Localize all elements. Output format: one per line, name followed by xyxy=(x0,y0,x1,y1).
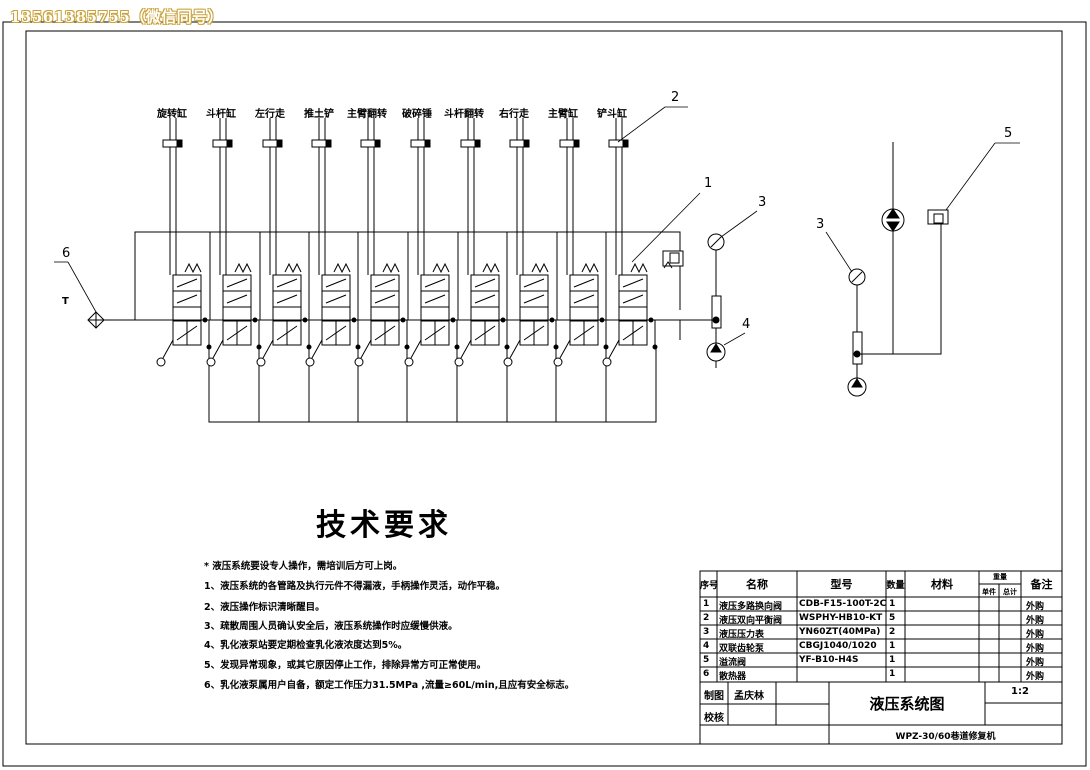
valve-section xyxy=(305,118,361,422)
bom-cell-qty: 5 xyxy=(889,613,896,623)
bom-header-qty: 数量 xyxy=(886,581,905,591)
bom-cell-model: YF-B10-H4S xyxy=(799,655,859,665)
bom-header-name: 名称 xyxy=(746,578,768,591)
drawing-border xyxy=(2,21,1087,767)
pump-circuit-right xyxy=(847,142,949,397)
bom-header-no: 序号 xyxy=(700,581,719,591)
valve-section xyxy=(404,118,460,422)
titleblock-check-label: 校核 xyxy=(704,713,724,724)
bom-cell-model: CDB-F15-100T-2C xyxy=(799,599,887,609)
bom-cell-name: 双联齿轮泵 xyxy=(719,644,765,654)
tank-label: T xyxy=(62,296,69,307)
callout-3a: 3 xyxy=(758,195,767,210)
requirement-6: 6、乳化液泵属用户自备，额定工作压力31.5MPa ,流量≥60L/min,且应… xyxy=(204,680,575,691)
bom-header-total: 总计 xyxy=(1003,588,1017,596)
bom-cell-no: 3 xyxy=(703,627,710,637)
bom-cell-qty: 2 xyxy=(889,627,896,637)
requirement-0: * 液压系统要设专人操作，需培训后方可上岗。 xyxy=(204,561,403,572)
bom-cell-qty: 1 xyxy=(889,641,896,651)
leader-line-6 xyxy=(67,261,97,313)
callout-6: 6 xyxy=(62,246,71,261)
titleblock-machine: WPZ-30/60巷道修复机 xyxy=(895,732,996,742)
requirement-3: 3、疏散周围人员确认安全后，液压系统操作时应缓慢供液。 xyxy=(204,621,458,632)
heat-exchanger-symbol xyxy=(87,311,105,329)
valve-section xyxy=(156,118,212,422)
titleblock-drawer: 孟庆林 xyxy=(734,691,764,702)
valve-section xyxy=(553,118,609,422)
return-manifold xyxy=(208,347,657,423)
bom-cell-qty: 1 xyxy=(889,599,896,609)
bom-cell-no: 5 xyxy=(703,655,710,665)
requirement-2: 2、液压操作标识清晰醒目。 xyxy=(204,602,325,613)
actuator-label-4: 主臂翻转 xyxy=(347,109,387,120)
bom-cell-model: CBGJ1040/1020 xyxy=(799,641,877,651)
valve-section xyxy=(503,118,559,422)
bom-cell-remark: 外购 xyxy=(1026,616,1045,626)
valve-section xyxy=(354,118,410,422)
actuator-label-7: 右行走 xyxy=(499,109,529,120)
bom-cell-remark: 外购 xyxy=(1026,672,1045,682)
leader-line-2 xyxy=(617,106,666,143)
actuator-label-6: 斗杆翻转 xyxy=(444,109,484,120)
actuator-label-5: 破碎锤 xyxy=(402,109,432,120)
valve-section xyxy=(256,118,312,422)
actuator-label-8: 主臂缸 xyxy=(548,109,578,120)
bom-cell-remark: 外购 xyxy=(1026,644,1045,654)
requirements-heading: 技术要求 xyxy=(316,508,452,543)
titleblock-draw-label: 制图 xyxy=(704,691,724,702)
bom-header-model: 型号 xyxy=(830,578,853,591)
watermark-phone: 13561385755（微信同号） xyxy=(10,8,224,26)
actuator-label-3: 推土铲 xyxy=(304,109,334,120)
actuator-label-1: 斗杆缸 xyxy=(206,109,236,120)
bom-cell-qty: 1 xyxy=(889,655,896,665)
bom-cell-name: 液压双向平衡阀 xyxy=(719,616,783,626)
bom-cell-no: 1 xyxy=(703,599,710,609)
bom-cell-model: WSPHY-HB10-KT xyxy=(799,613,883,623)
bom-cell-name: 散热器 xyxy=(719,672,747,682)
actuator-label-2: 左行走 xyxy=(255,109,285,120)
callout-4: 4 xyxy=(742,317,751,332)
bom-header-unit: 单件 xyxy=(982,588,996,596)
bom-cell-no: 4 xyxy=(703,641,710,651)
bom-cell-qty: 1 xyxy=(889,669,896,679)
leader-line-5 xyxy=(945,142,996,211)
pump-circuit-left xyxy=(706,233,726,368)
leader-line-3b xyxy=(825,231,853,273)
bom-header-remark: 备注 xyxy=(1030,578,1053,591)
bom-table-grid xyxy=(699,570,1063,745)
callout-2: 2 xyxy=(671,90,680,105)
bom-cell-no: 2 xyxy=(703,613,710,623)
requirement-5: 5、发现异常现象，或其它原因停止工作，排除异常方可正常使用。 xyxy=(204,660,487,671)
bom-header-material: 材料 xyxy=(931,578,953,591)
actuator-label-0: 旋转缸 xyxy=(157,109,187,120)
requirement-1: 1、液压系统的各管路及执行元件不得漏液，手柄操作灵活，动作平稳。 xyxy=(204,581,506,592)
bom-cell-no: 6 xyxy=(703,669,710,679)
bom-header-weight: 重量 xyxy=(993,573,1007,581)
relief-valve-symbol xyxy=(662,250,684,269)
bom-cell-name: 液压压力表 xyxy=(719,630,765,640)
bom-cell-remark: 外购 xyxy=(1026,658,1045,668)
callout-5: 5 xyxy=(1004,126,1013,141)
leader-line-4 xyxy=(723,332,746,346)
bom-cell-model: YN60ZT(40MPa) xyxy=(799,627,881,637)
titleblock-scale: 1:2 xyxy=(1011,686,1029,697)
callout-1: 1 xyxy=(704,176,713,191)
valve-section xyxy=(602,118,658,367)
valve-bank-outline xyxy=(108,231,681,340)
leader-line-1 xyxy=(631,192,701,263)
requirement-4: 4、乳化液泵站要定期检查乳化液浓度达到5%。 xyxy=(204,640,408,651)
drawing-inner-frame xyxy=(25,30,1063,745)
valve-section xyxy=(454,118,510,422)
actuator-label-9: 铲斗缸 xyxy=(597,109,627,120)
bom-cell-name: 液压多路换向阀 xyxy=(719,602,783,612)
leader-line-3a xyxy=(720,210,758,238)
valve-section xyxy=(206,118,262,422)
bom-cell-name: 溢流阀 xyxy=(719,658,747,668)
bom-cell-remark: 外购 xyxy=(1026,630,1045,640)
bom-cell-remark: 外购 xyxy=(1026,602,1045,612)
callout-3b: 3 xyxy=(816,217,825,232)
titleblock-drawing-name: 液压系统图 xyxy=(869,695,945,713)
